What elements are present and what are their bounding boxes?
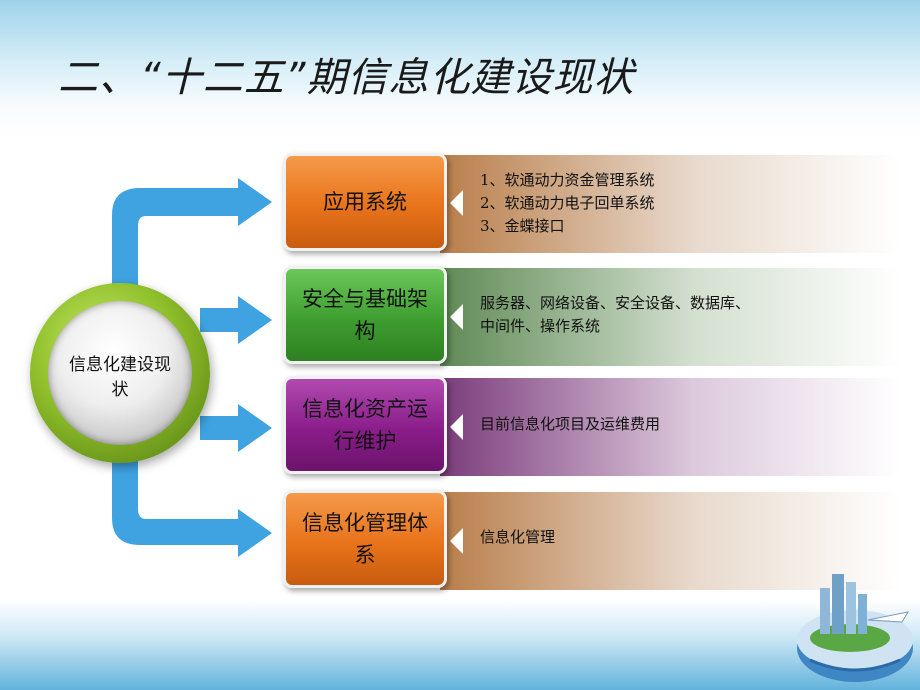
row-3-notch <box>450 414 463 440</box>
arrow-to-row-1 <box>112 178 272 300</box>
row-2-description: 服务器、网络设备、安全设备、数据库、 中间件、操作系统 <box>480 292 750 338</box>
hub-label: 信息化建设现状 <box>48 353 192 403</box>
arrow-to-row-2 <box>200 296 272 344</box>
globe-city-illustration <box>797 574 913 682</box>
page-title: 二、“十二五”期信息化建设现状 <box>58 55 635 101</box>
footer-background <box>0 600 920 690</box>
hub-inner-circle: 信息化建设现状 <box>48 301 192 445</box>
category-box-security: 安全与基础架构 <box>283 266 447 364</box>
arrow-to-row-3 <box>200 404 272 452</box>
category-box-operations: 信息化资产运行维护 <box>283 376 447 474</box>
row-4-description: 信息化管理 <box>480 526 555 549</box>
description-line: 中间件、操作系统 <box>480 317 601 335</box>
category-label: 信息化资产运行维护 <box>302 397 428 453</box>
hub-label-text: 信息化建设现状 <box>69 355 171 400</box>
row-1-background <box>440 155 900 253</box>
header-background <box>0 0 920 140</box>
center-hub: 信息化建设现状 <box>30 283 210 463</box>
category-box-application: 应用系统 <box>283 153 447 251</box>
category-label: 应用系统 <box>323 190 407 214</box>
description-line: 2、软通动力电子回单系统 <box>480 194 655 212</box>
category-label: 信息化管理体系 <box>302 511 428 567</box>
row-2-background <box>440 268 900 366</box>
row-3-background <box>440 378 900 476</box>
description-line: 信息化管理 <box>480 528 556 546</box>
row-4-background <box>440 492 900 590</box>
row-2-notch <box>450 304 463 330</box>
description-line: 目前信息化项目及运维费用 <box>480 415 661 433</box>
description-line: 服务器、网络设备、安全设备、数据库、 <box>480 294 751 312</box>
row-1-notch <box>450 190 463 216</box>
row-4-notch <box>450 528 463 554</box>
description-line: 1、软通动力资金管理系统 <box>480 171 655 189</box>
category-label: 安全与基础架构 <box>302 287 428 343</box>
category-box-management: 信息化管理体系 <box>283 490 447 588</box>
row-1-description: 1、软通动力资金管理系统 2、软通动力电子回单系统 3、金蝶接口 <box>480 169 655 238</box>
arrow-to-row-4 <box>112 440 272 557</box>
row-3-description: 目前信息化项目及运维费用 <box>480 413 660 436</box>
description-line: 3、金蝶接口 <box>480 217 565 235</box>
